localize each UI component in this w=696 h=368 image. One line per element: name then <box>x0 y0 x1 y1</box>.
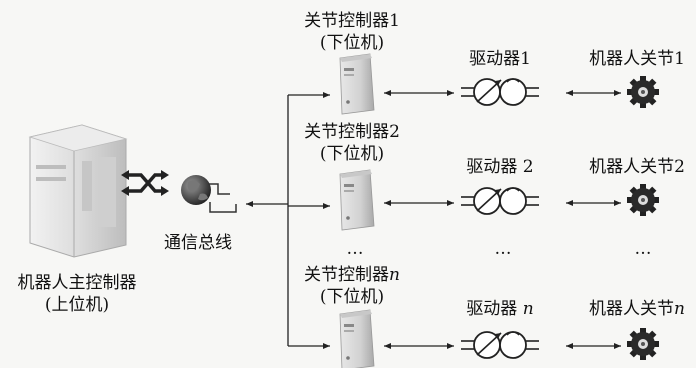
network-switch-icon <box>121 170 169 196</box>
joint-controller-2-title: 关节控制器2 <box>292 121 412 143</box>
robot-joint-n-label: 机器人关节n <box>578 298 696 320</box>
driver-n-label: 驱动器 n <box>455 298 545 320</box>
controller-ellipsis: … <box>340 238 370 260</box>
joint-controller-1-title: 关节控制器1 <box>292 10 412 32</box>
motor-driver-icon <box>461 188 539 214</box>
gear-icon <box>627 76 659 108</box>
master-controller-title: 机器人主控制器 <box>2 272 152 294</box>
globe-network-icon <box>181 175 236 212</box>
pc-tower-icon <box>340 170 374 230</box>
motor-driver-icon <box>461 332 539 358</box>
server-icon <box>30 125 126 257</box>
communication-bus-label: 通信总线 <box>150 232 246 254</box>
driver-2-label: 驱动器 2 <box>455 156 545 178</box>
gear-icon <box>627 184 659 216</box>
joint-controller-n-label: 关节控制器n (下位机) <box>292 264 412 308</box>
joint-controller-2-subtitle: (下位机) <box>292 143 412 165</box>
driver-ellipsis: … <box>488 238 518 260</box>
pc-tower-icon <box>340 54 374 114</box>
master-controller-label: 机器人主控制器 (上位机) <box>2 272 152 316</box>
robot-joint-1-label: 机器人关节1 <box>578 48 696 70</box>
joint-ellipsis: … <box>628 238 658 260</box>
joint-controller-n-subtitle: (下位机) <box>292 286 412 308</box>
joint-controller-1-label: 关节控制器1 (下位机) <box>292 10 412 54</box>
master-controller-subtitle: (上位机) <box>2 294 152 316</box>
robot-joint-2-label: 机器人关节2 <box>578 156 696 178</box>
motor-driver-icon <box>461 79 539 105</box>
joint-controller-n-title: 关节控制器n <box>292 264 412 286</box>
pc-tower-icon <box>340 310 374 368</box>
joint-controller-1-subtitle: (下位机) <box>292 32 412 54</box>
joint-controller-2-label: 关节控制器2 (下位机) <box>292 121 412 165</box>
gear-icon <box>627 328 659 360</box>
driver-1-label: 驱动器1 <box>455 48 545 70</box>
